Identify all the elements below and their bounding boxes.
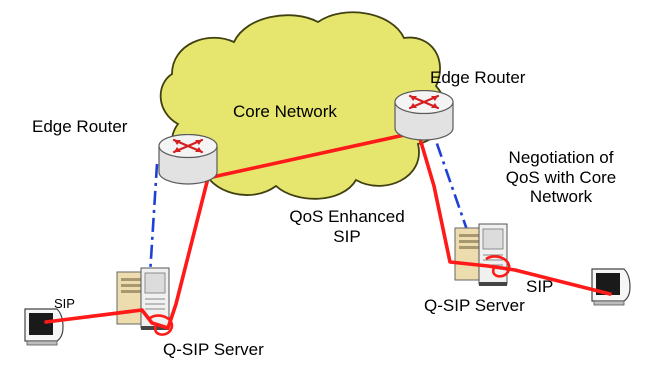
negotiation-label: Negotiation of QoS with Core Network: [486, 148, 636, 207]
server-left: [116, 267, 170, 331]
processing-loop-left: [149, 314, 174, 336]
edge-router-left-label: Edge Router: [32, 117, 128, 136]
router-right: [394, 90, 454, 142]
qos-line-2: SIP: [333, 226, 361, 246]
qos-enhanced-sip-label: QoS Enhanced SIP: [272, 207, 422, 246]
sip-left-label: SIP: [54, 296, 75, 311]
terminal-right: [591, 268, 631, 306]
edge-router-right-label: Edge Router: [430, 68, 526, 87]
negotiation-line-1: Negotiation of: [508, 148, 614, 167]
router-left: [158, 134, 218, 186]
qos-enhanced-sip-path: [44, 130, 612, 330]
q-sip-server-left-label: Q-SIP Server: [163, 340, 264, 359]
terminal-left: [24, 308, 64, 346]
negotiation-line-3: Network: [529, 187, 593, 207]
core-network-label: Core Network: [233, 102, 337, 121]
sip-right-label: SIP: [526, 277, 554, 296]
negotiation-line-2: QoS with Core: [505, 167, 617, 187]
q-sip-server-right-label: Q-SIP Server: [424, 296, 525, 315]
qos-line-1: QoS Enhanced: [289, 207, 405, 226]
processing-loop-right: [485, 255, 511, 278]
